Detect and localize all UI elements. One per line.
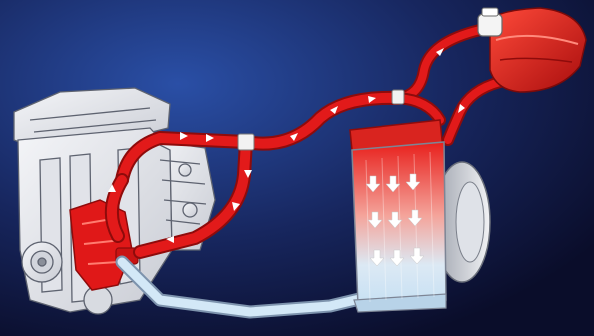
cooling-system-svg	[0, 0, 594, 336]
cooling-system-illustration	[0, 0, 594, 336]
